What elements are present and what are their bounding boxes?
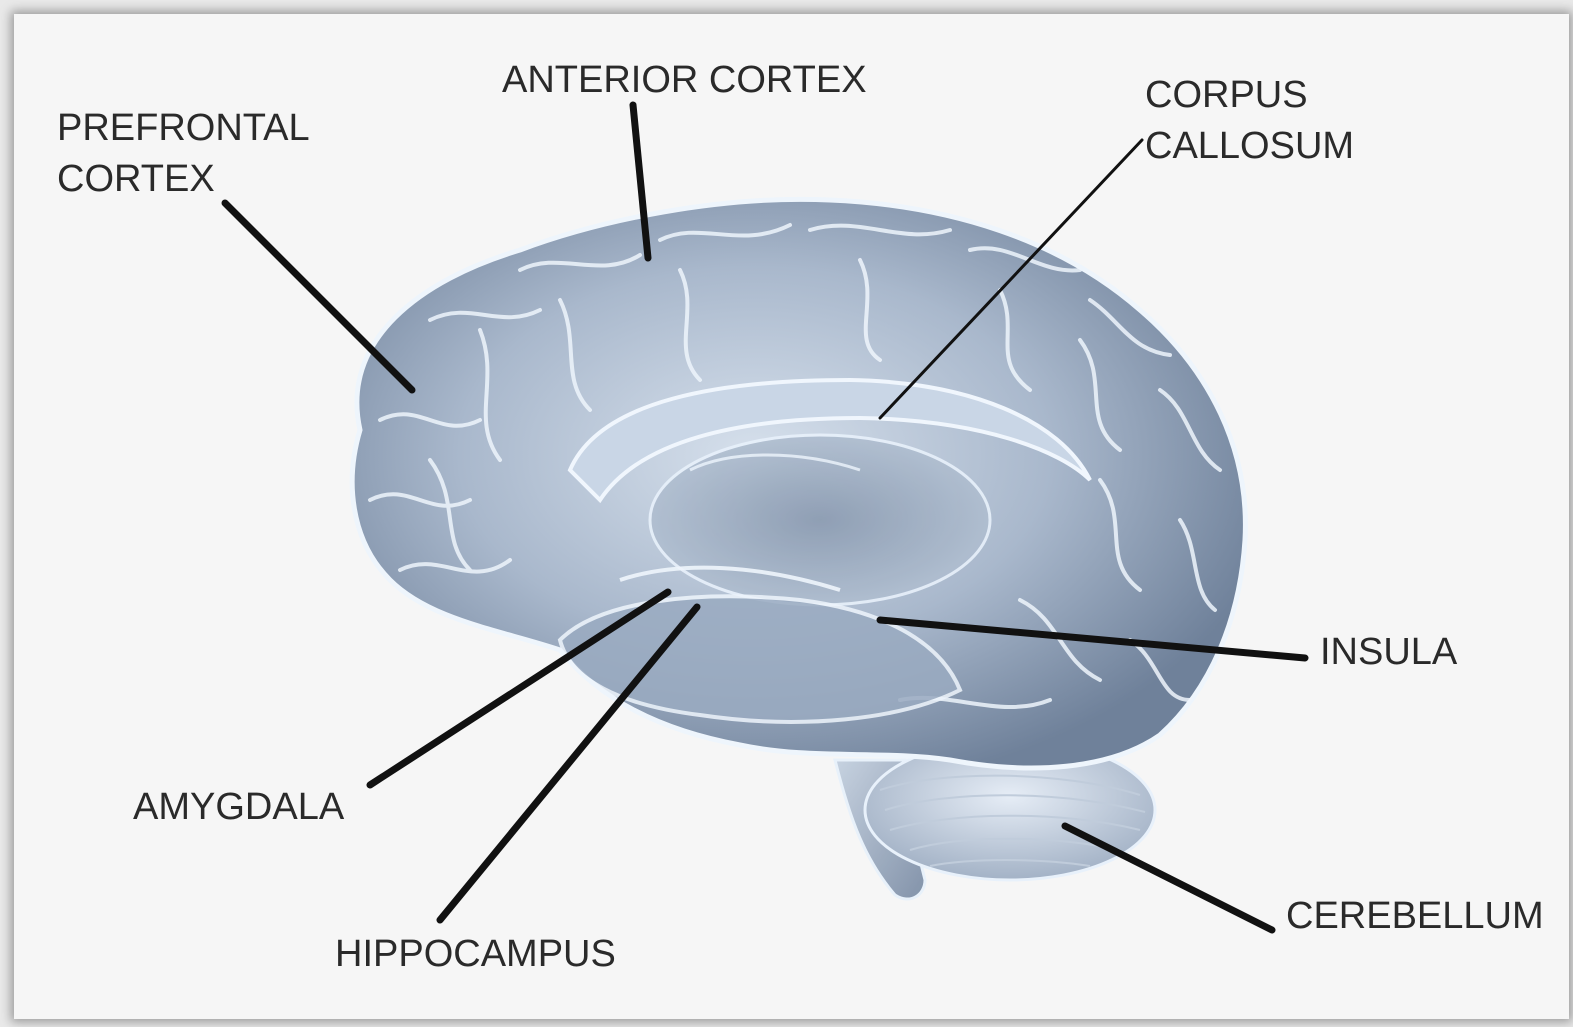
label-corpus-line2: CALLOSUM [1145,125,1354,167]
label-cerebellum: CEREBELLUM [1286,895,1544,937]
label-prefrontal-line2: CORTEX [57,158,215,200]
brain-illustration [352,199,1245,899]
label-prefrontal-line1: PREFRONTAL [57,107,310,149]
leader-cerebellum [1065,826,1272,930]
label-anterior-cortex: ANTERIOR CORTEX [502,59,867,101]
label-amygdala: AMYGDALA [133,786,345,828]
label-corpus-line1: CORPUS [1145,74,1308,116]
leader-prefrontal-cortex [225,203,412,390]
label-insula: INSULA [1320,631,1458,673]
label-hippocampus: HIPPOCAMPUS [335,933,616,975]
